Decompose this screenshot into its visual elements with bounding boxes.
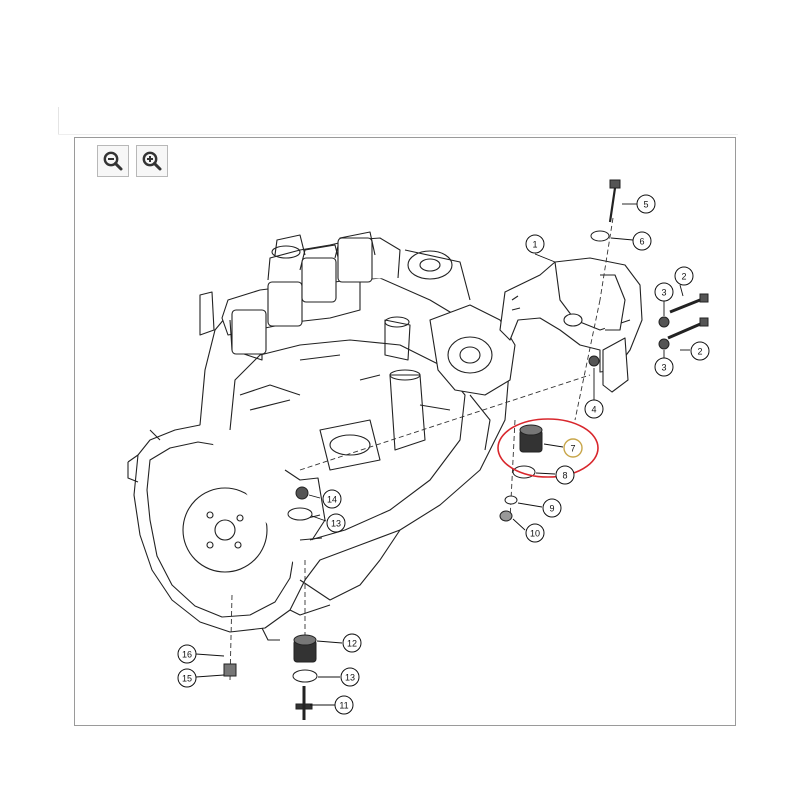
hardware-parts xyxy=(223,179,709,720)
svg-text:7: 7 xyxy=(570,444,575,454)
svg-text:1: 1 xyxy=(532,240,537,250)
callout-2a[interactable]: 2 xyxy=(674,266,694,286)
callout-3a[interactable]: 3 xyxy=(654,282,674,302)
callout-7-selected[interactable]: 7 xyxy=(563,438,583,458)
callout-2b[interactable]: 2 xyxy=(690,341,710,361)
callout-1[interactable]: 1 xyxy=(525,234,545,254)
svg-text:14: 14 xyxy=(327,495,337,505)
callout-6[interactable]: 6 xyxy=(632,231,652,251)
svg-text:16: 16 xyxy=(182,650,192,660)
svg-text:15: 15 xyxy=(182,674,192,684)
callout-14[interactable]: 14 xyxy=(322,489,342,509)
svg-text:10: 10 xyxy=(530,529,540,539)
zoom-out-icon xyxy=(103,151,123,171)
svg-text:3: 3 xyxy=(661,288,666,298)
callout-3b[interactable]: 3 xyxy=(654,357,674,377)
callout-9[interactable]: 9 xyxy=(542,498,562,518)
svg-text:13: 13 xyxy=(331,519,341,529)
callout-group: 1 2 2 3 3 4 5 6 7 8 9 10 11 12 13 13 14 … xyxy=(177,194,710,715)
page-edge-line xyxy=(58,107,59,135)
engine-assembly-drawing xyxy=(127,231,516,641)
svg-text:13: 13 xyxy=(345,673,355,683)
svg-text:9: 9 xyxy=(549,504,554,514)
callout-15[interactable]: 15 xyxy=(177,668,197,688)
page-edge-line xyxy=(58,134,738,135)
selected-part-highlight xyxy=(497,418,599,478)
zoom-out-button[interactable] xyxy=(97,145,129,177)
callout-13a[interactable]: 13 xyxy=(326,513,346,533)
engine-mount-bracket-drawing xyxy=(499,257,643,393)
zoom-in-icon xyxy=(142,151,162,171)
svg-text:8: 8 xyxy=(562,471,567,481)
callout-12[interactable]: 12 xyxy=(342,633,362,653)
callout-5[interactable]: 5 xyxy=(636,194,656,214)
svg-text:6: 6 xyxy=(639,237,644,247)
callout-10[interactable]: 10 xyxy=(525,523,545,543)
svg-text:2: 2 xyxy=(697,347,702,357)
svg-text:12: 12 xyxy=(347,639,357,649)
callout-13b[interactable]: 13 xyxy=(340,667,360,687)
svg-text:3: 3 xyxy=(661,363,666,373)
callout-11[interactable]: 11 xyxy=(334,695,354,715)
callout-4[interactable]: 4 xyxy=(584,399,604,419)
svg-text:4: 4 xyxy=(591,405,596,415)
callout-16[interactable]: 16 xyxy=(177,644,197,664)
callout-8[interactable]: 8 xyxy=(555,465,575,485)
svg-text:11: 11 xyxy=(339,701,348,711)
zoom-in-button[interactable] xyxy=(136,145,168,177)
svg-text:5: 5 xyxy=(643,200,648,210)
svg-text:2: 2 xyxy=(681,272,686,282)
